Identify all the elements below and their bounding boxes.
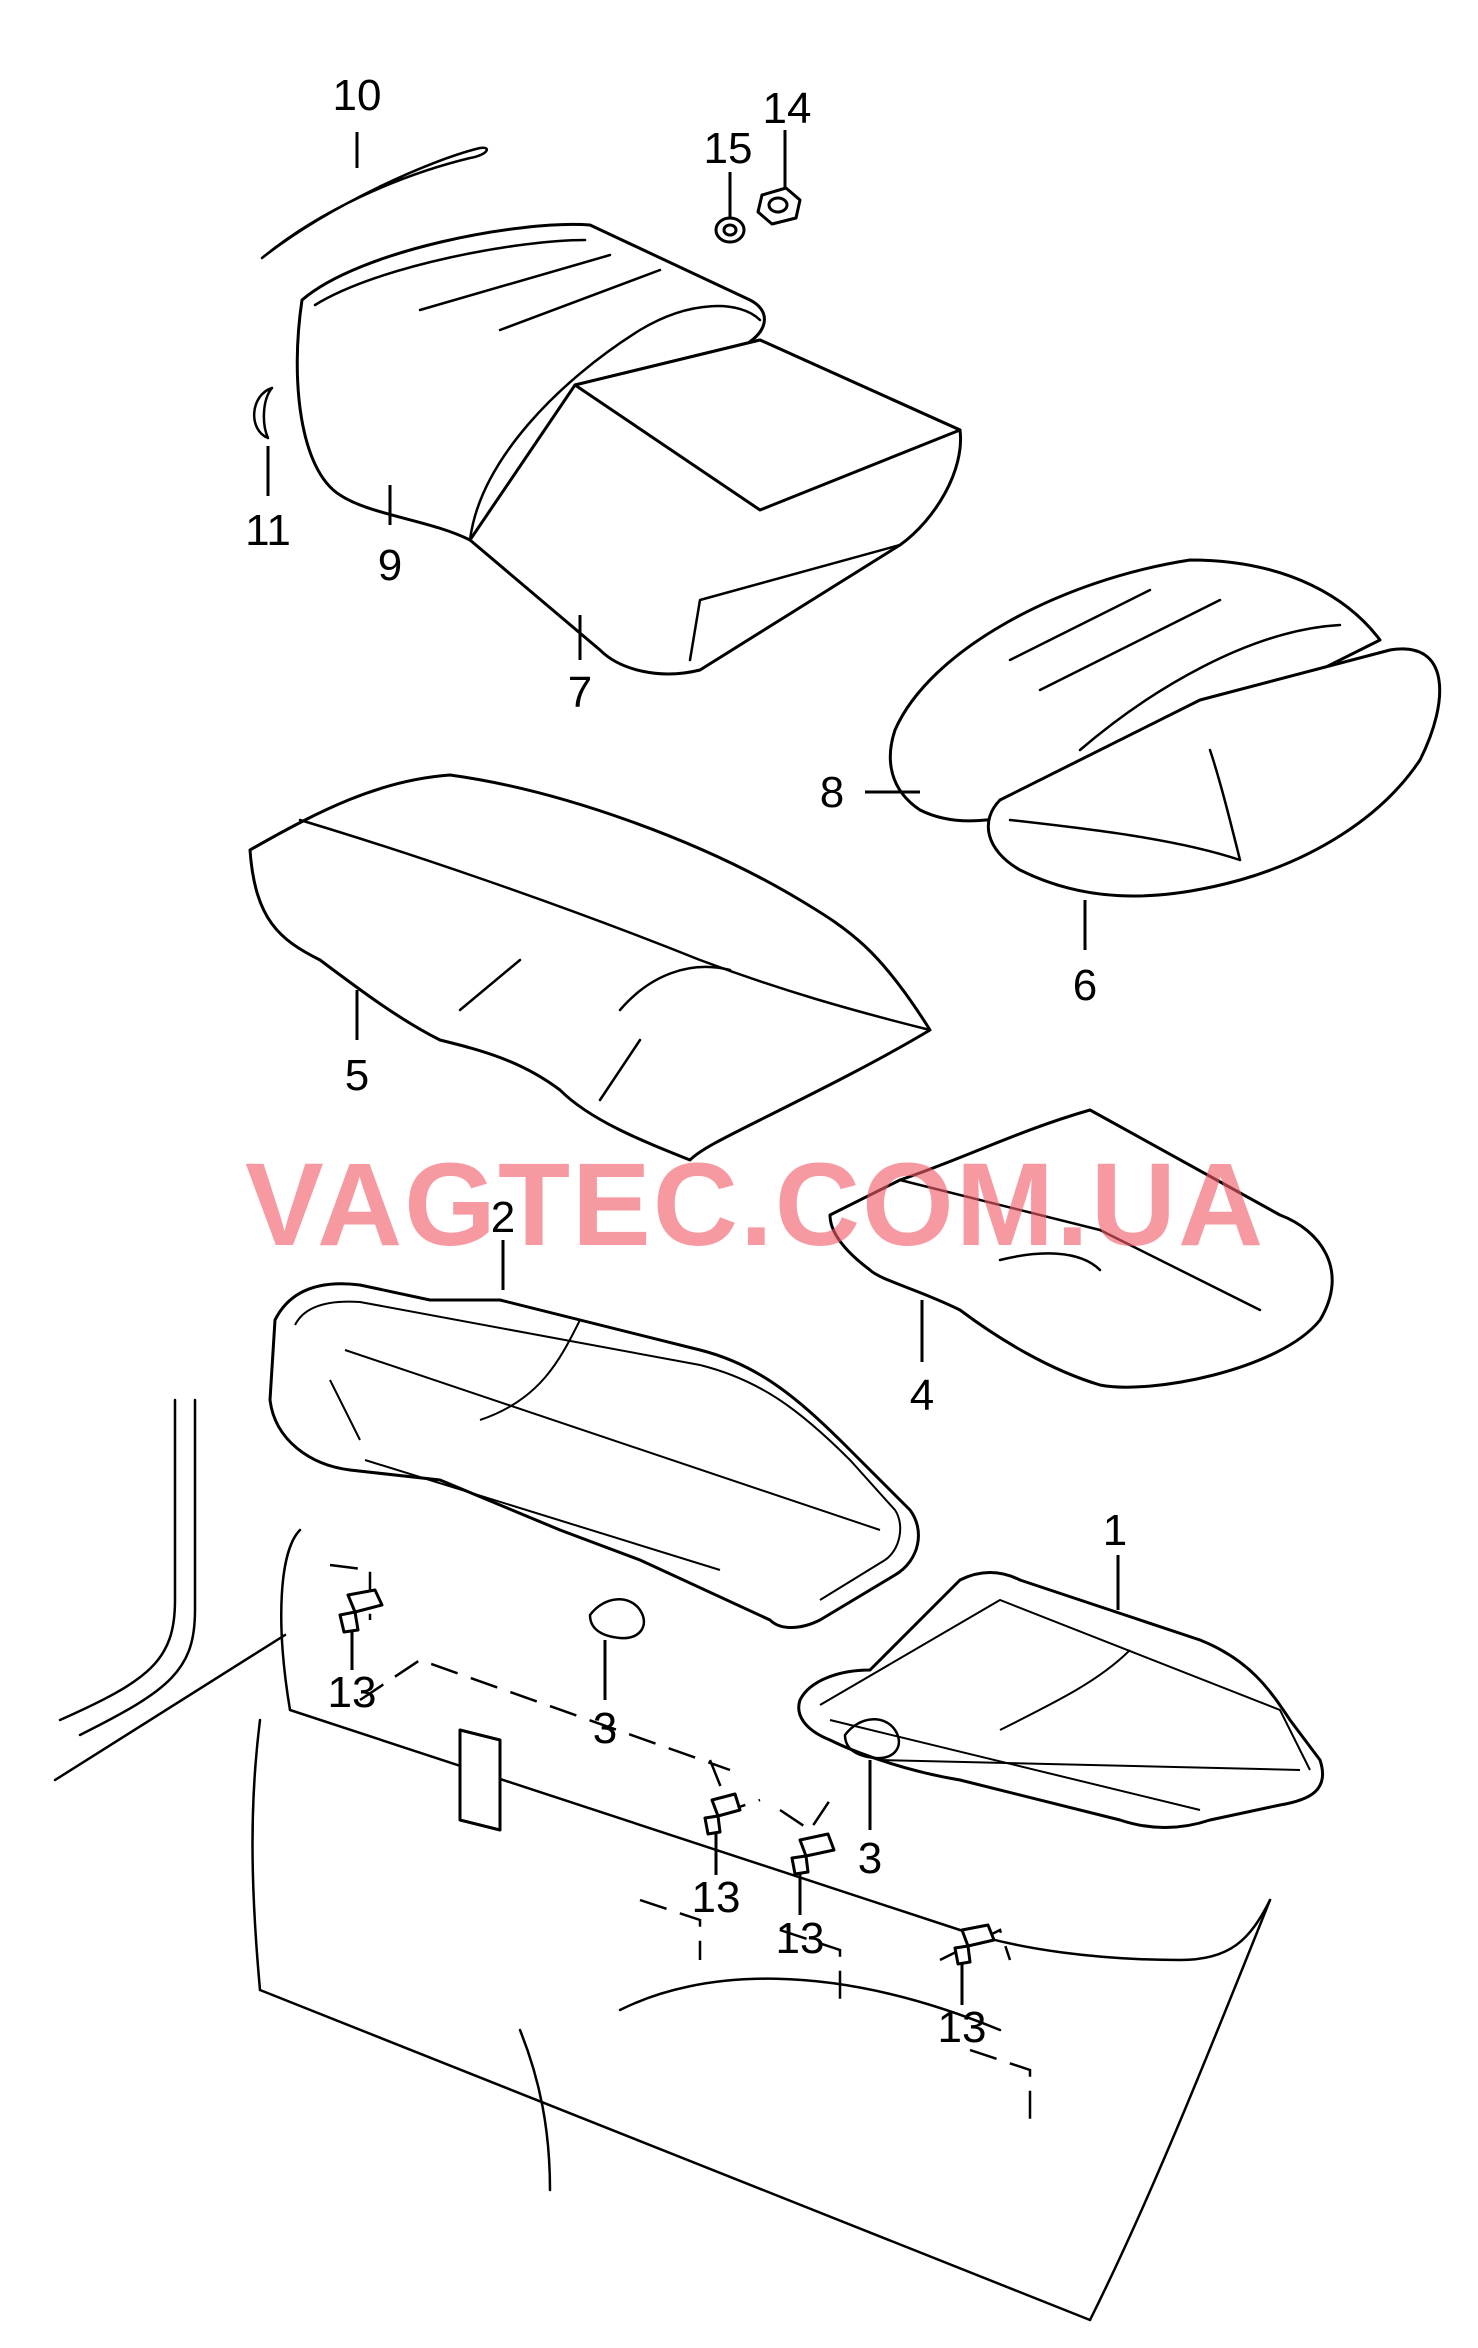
insulation-mat-part-5 bbox=[248, 773, 932, 1162]
vehicle-body-outline bbox=[53, 1398, 1272, 2322]
leader-lines bbox=[266, 130, 1120, 2005]
callout-8: 8 bbox=[820, 768, 844, 817]
callout-13a: 13 bbox=[328, 1668, 377, 1717]
callout-4: 4 bbox=[910, 1371, 934, 1420]
clip-part-11 bbox=[252, 386, 274, 440]
callout-15: 15 bbox=[704, 124, 753, 173]
callout-2: 2 bbox=[491, 1193, 515, 1242]
seat-foam-part-7 bbox=[468, 338, 963, 676]
wire-frame-part-2 bbox=[268, 1282, 920, 1629]
callout-13c: 13 bbox=[776, 1914, 825, 1963]
callout-5: 5 bbox=[345, 1051, 369, 1100]
insulation-mat-part-4 bbox=[828, 1108, 1334, 1389]
callout-7: 7 bbox=[568, 668, 592, 717]
wire-frame-part-1 bbox=[797, 1571, 1325, 1829]
nut-part-14 bbox=[756, 186, 802, 226]
watermark-text: VAGTEC.COM.UA bbox=[245, 1139, 1265, 1271]
backrest-foam-part-6 bbox=[986, 647, 1442, 898]
callout-6: 6 bbox=[1073, 961, 1097, 1010]
callout-3b: 3 bbox=[858, 1834, 882, 1883]
spring-clip-part-3-right bbox=[843, 1718, 901, 1760]
callout-3a: 3 bbox=[593, 1704, 617, 1753]
callout-13d: 13 bbox=[938, 2003, 987, 2052]
callout-11: 11 bbox=[245, 506, 291, 555]
callout-9: 9 bbox=[378, 541, 402, 590]
clip-part-13-a bbox=[338, 1588, 384, 1634]
callout-1: 1 bbox=[1103, 1506, 1127, 1555]
callouts: 10 11 9 7 15 14 8 6 5 4 2 1 3 3 13 13 13… bbox=[245, 71, 1127, 2052]
mounting-outlines bbox=[329, 1563, 1032, 2120]
callout-13b: 13 bbox=[692, 1873, 741, 1922]
spring-clip-part-3-left bbox=[588, 1598, 646, 1640]
clip-part-13-c bbox=[790, 1832, 836, 1876]
clip-part-13-b bbox=[703, 1792, 742, 1836]
callout-14: 14 bbox=[763, 84, 812, 133]
clip-part-13-d bbox=[953, 1923, 996, 1966]
trim-strip-part-10 bbox=[260, 146, 489, 260]
callout-10: 10 bbox=[333, 71, 382, 120]
backrest-cover-part-8 bbox=[888, 558, 1382, 823]
washer-part-15 bbox=[714, 216, 746, 244]
